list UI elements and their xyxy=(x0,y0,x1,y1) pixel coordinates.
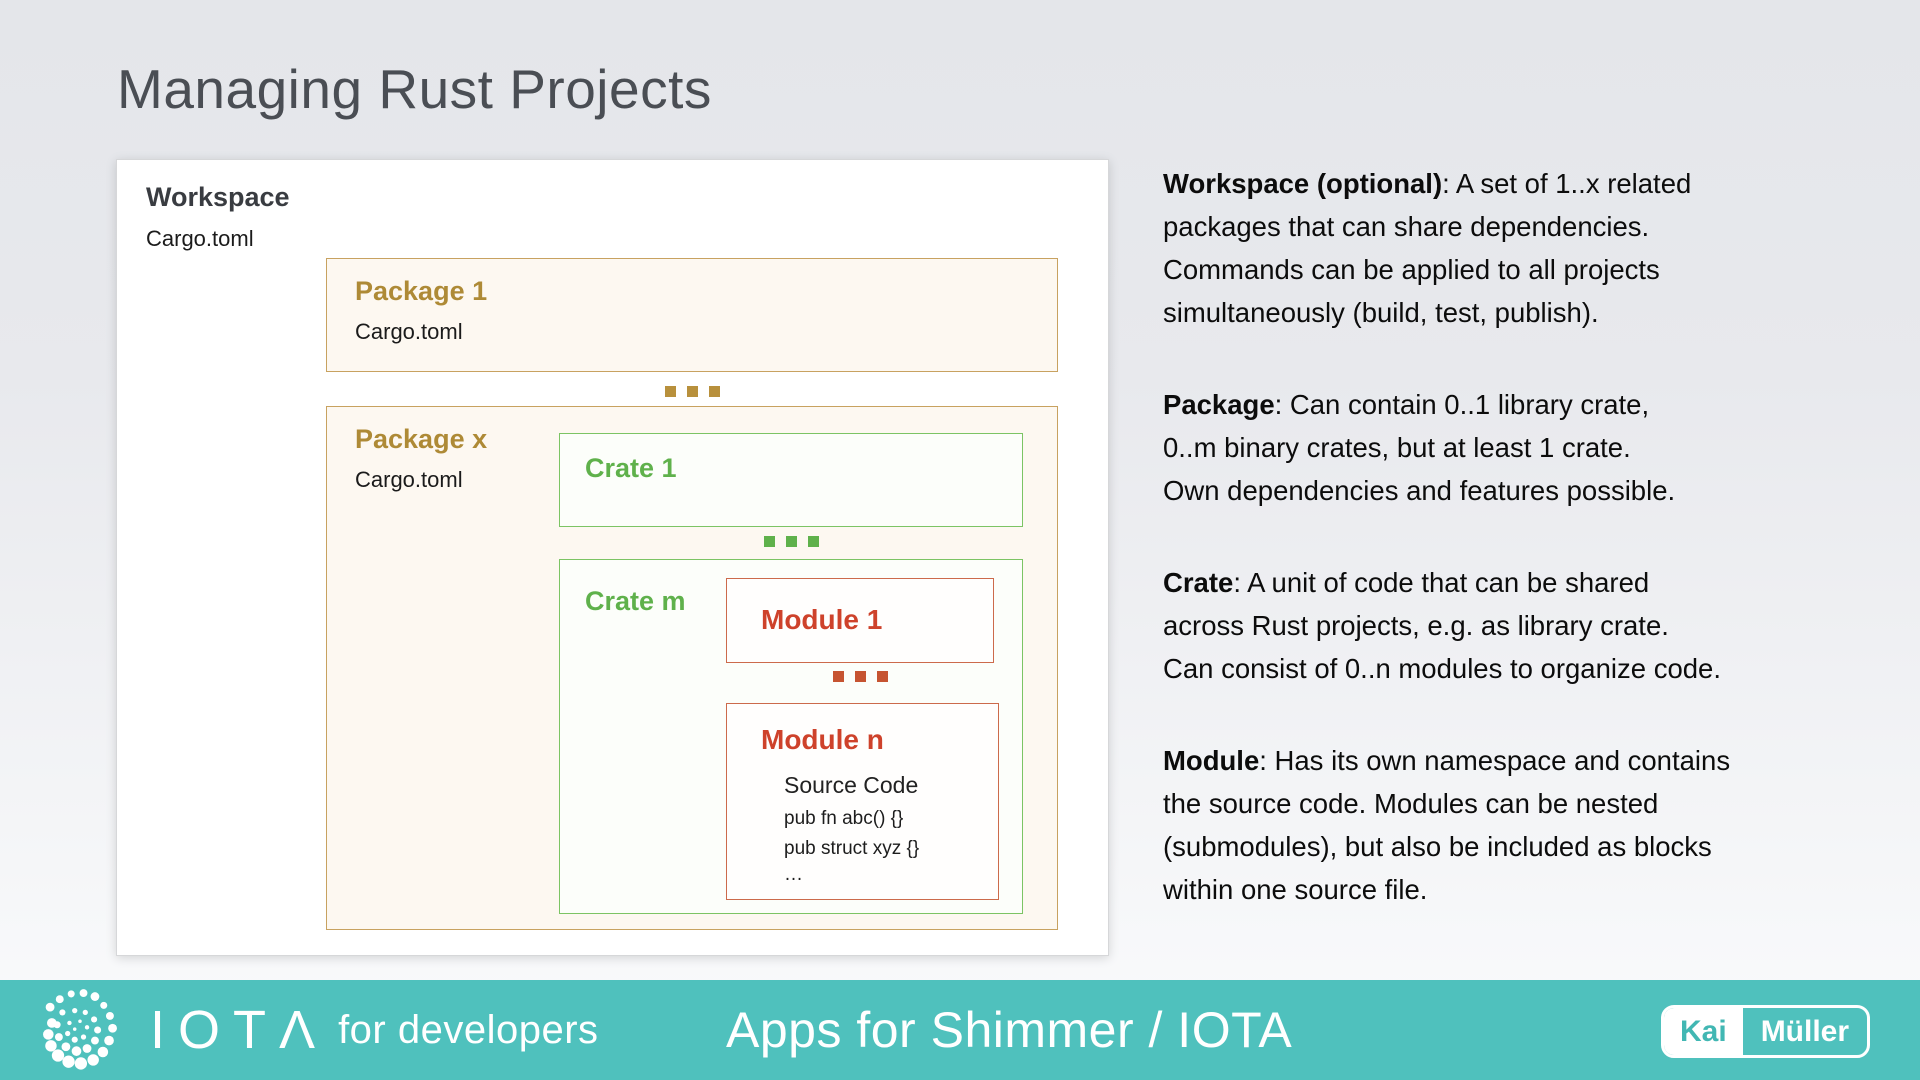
modules-ellipsis-dots xyxy=(726,671,994,682)
package-x-box: Package x Cargo.toml Crate 1 Crate m Mod… xyxy=(326,406,1058,930)
iota-logo-icon xyxy=(43,989,117,1070)
module-n-label: Module n xyxy=(761,724,884,755)
workspace-text: : A set of 1..x related packages that ca… xyxy=(1163,168,1692,328)
package-definition: Package: Can contain 0..1 library crate,… xyxy=(1163,383,1863,512)
for-developers-label: for developers xyxy=(338,1007,599,1052)
module-1-label: Module 1 xyxy=(761,604,883,635)
author-first-name: Kai xyxy=(1664,1008,1743,1055)
packages-ellipsis-dots xyxy=(326,386,1058,397)
crate-m-label: Crate m xyxy=(585,586,686,616)
crate-1-label: Crate 1 xyxy=(585,453,677,483)
crate-term: Crate xyxy=(1163,567,1234,598)
author-badge: Kai Müller xyxy=(1661,1005,1871,1058)
crates-ellipsis-dots xyxy=(559,536,1023,547)
code-line-2: pub struct xyz {} xyxy=(784,838,920,859)
crate-text: : A unit of code that can be shared acro… xyxy=(1163,567,1721,684)
code-line-1: pub fn abc() {} xyxy=(784,808,904,829)
workspace-term: Workspace (optional) xyxy=(1163,168,1443,199)
code-line-3: … xyxy=(784,864,803,885)
crate-definition: Crate: A unit of code that can be shared… xyxy=(1163,561,1863,690)
workspace-cargo-toml: Cargo.toml xyxy=(146,226,254,251)
crate-1-box: Crate 1 xyxy=(559,433,1023,527)
crate-m-box: Crate m Module 1 Module n Source Code pu… xyxy=(559,559,1023,914)
package-term: Package xyxy=(1163,389,1275,420)
source-code-title: Source Code xyxy=(784,772,919,798)
iota-wordmark: IOTΛ xyxy=(150,1000,329,1060)
page-title: Managing Rust Projects xyxy=(117,58,712,120)
package-x-cargo-toml: Cargo.toml xyxy=(355,467,463,492)
package-1-cargo-toml: Cargo.toml xyxy=(355,319,463,344)
workspace-diagram: Workspace Cargo.toml Package 1 Cargo.tom… xyxy=(116,159,1109,956)
module-text: : Has its own namespace and contains the… xyxy=(1163,745,1731,905)
module-1-box: Module 1 xyxy=(726,578,994,663)
footer-title: Apps for Shimmer / IOTA xyxy=(726,1002,1293,1058)
workspace-definition: Workspace (optional): A set of 1..x rela… xyxy=(1163,162,1863,334)
module-term: Module xyxy=(1163,745,1260,776)
package-1-label: Package 1 xyxy=(355,276,488,306)
package-x-label: Package x xyxy=(355,424,488,454)
workspace-label: Workspace xyxy=(146,182,290,212)
package-text: : Can contain 0..1 library crate, 0..m b… xyxy=(1163,389,1676,506)
module-n-box: Module n Source Code pub fn abc() {} pub… xyxy=(726,703,999,900)
footer-bar: IOTΛ for developers Apps for Shimmer / I… xyxy=(0,980,1920,1080)
definitions-column: Workspace (optional): A set of 1..x rela… xyxy=(1163,162,1863,960)
iota-brand: IOTΛ for developers xyxy=(36,980,599,1080)
module-definition: Module: Has its own namespace and contai… xyxy=(1163,739,1863,911)
author-last-name: Müller xyxy=(1760,1014,1850,1048)
package-1-box: Package 1 Cargo.toml xyxy=(326,258,1058,372)
